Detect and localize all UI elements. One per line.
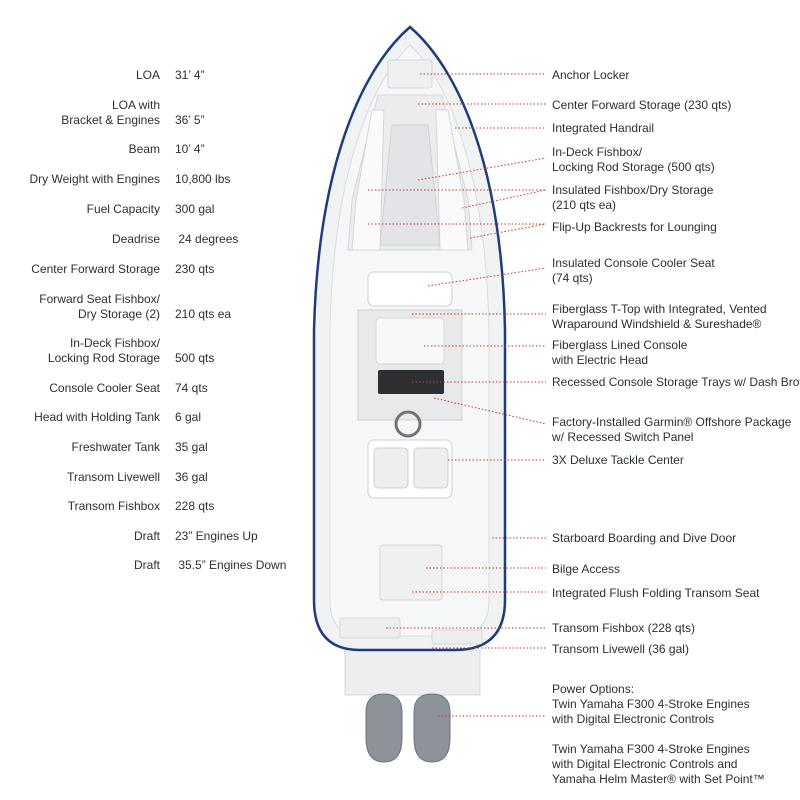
callout-flip-up-backrests: Flip-Up Backrests for Lounging (552, 220, 717, 234)
callout-bilge-access: Bilge Access (552, 562, 621, 576)
callout-power-options: Power Options: Twin Yamaha F300 4-Stroke… (552, 682, 765, 786)
forward-cushion-starboard (435, 109, 469, 251)
spec-row: Beam 10’ 4” (0, 142, 300, 174)
spec-value: 31’ 4” (175, 68, 205, 82)
spec-value: 36 gal (175, 470, 208, 484)
steering-wheel (394, 410, 422, 438)
spec-row: Fuel Capacity 300 gal (0, 202, 300, 234)
engine-bracket (344, 649, 481, 696)
bilge-hatch (379, 544, 443, 601)
leader-in-deck-fishbox (417, 157, 547, 181)
spec-label: Transom Fishbox (67, 499, 160, 513)
spec-row: Center Forward Storage 230 qts (0, 262, 300, 294)
callout-storage-trays: Recessed Console Storage Trays w/ Dash B… (552, 375, 800, 389)
transom-livewell (431, 629, 483, 645)
spec-row: LOA 31’ 4” (0, 68, 300, 100)
callout-t-top: Fiberglass T-Top with Integrated, Vented… (552, 302, 767, 331)
callout-transom-fishbox: Transom Fishbox (228 qts) (552, 621, 695, 635)
callout-insulated-fishbox: Insulated Fishbox/Dry Storage (210 qts e… (552, 183, 714, 212)
spec-label: Draft (133, 558, 160, 572)
callout-integrated-handrail: Integrated Handrail (552, 121, 655, 135)
console-cooler-seat (367, 271, 453, 307)
spec-label: Head with Holding Tank (34, 410, 160, 424)
spec-value: 6 gal (175, 410, 202, 424)
spec-label: In-Deck Fishbox/ Locking Rod Storage (47, 336, 160, 365)
spec-row: Console Cooler Seat 74 qts (0, 381, 300, 413)
spec-label: Fuel Capacity (86, 202, 160, 216)
forward-cushion-port (351, 109, 385, 251)
leader-insulated-fishbox-b (461, 189, 547, 209)
spec-row: In-Deck Fishbox/ Locking Rod Storage 500 … (0, 336, 300, 368)
spec-value: 74 qts (175, 381, 208, 395)
spec-label: LOA (135, 68, 160, 82)
spec-value: 10’ 4” (175, 142, 205, 156)
spec-label: Freshwater Tank (71, 440, 160, 454)
engine-starboard (413, 693, 451, 763)
leader-console-cooler (427, 267, 547, 287)
spec-row: Head with Holding Tank 6 gal (0, 410, 300, 442)
spec-label: Beam (128, 142, 160, 156)
spec-value: 500 qts (175, 351, 215, 365)
spec-label: Center Forward Storage (31, 262, 160, 276)
spec-label: Draft (133, 529, 160, 543)
callout-garmin-package: Factory-Installed Garmin® Offshore Packa… (552, 415, 792, 444)
callout-transom-livewell: Transom Livewell (36 gal) (552, 642, 689, 656)
spec-value: 10,800 lbs (175, 172, 231, 186)
spec-value: 35.5” Engines Down (175, 558, 287, 572)
spec-row: Draft 35.5” Engines Down (0, 558, 300, 590)
callout-in-deck-fishbox: In-Deck Fishbox/ Locking Rod Storage (50… (552, 145, 715, 174)
spec-value: 228 qts (175, 499, 215, 513)
garmin-display (378, 370, 444, 394)
leader-garmin (433, 397, 547, 425)
console-windshield (375, 317, 445, 365)
spec-row: Transom Livewell 36 gal (0, 470, 300, 502)
callout-anchor-locker: Anchor Locker (552, 68, 630, 82)
spec-row: LOA with Bracket & Engines 36’ 5” (0, 98, 300, 130)
spec-value: 24 degrees (175, 232, 239, 246)
callout-lined-console: Fiberglass Lined Console with Electric H… (552, 338, 688, 367)
spec-row: Forward Seat Fishbox/ Dry Storage (2) 210… (0, 292, 300, 324)
spec-value: 36’ 5” (175, 113, 205, 127)
spec-label: Dry Weight with Engines (29, 172, 161, 186)
callout-console-cooler-seat: Insulated Console Cooler Seat (74 qts) (552, 256, 715, 285)
callout-center-forward-storage: Center Forward Storage (230 qts) (552, 98, 732, 112)
anchor-locker-hatch (387, 59, 433, 89)
spec-label: Console Cooler Seat (49, 381, 160, 395)
spec-row: Deadrise 24 degrees (0, 232, 300, 264)
spec-label: LOA with Bracket & Engines (61, 98, 160, 127)
spec-row: Transom Fishbox 228 qts (0, 499, 300, 531)
engine-port (365, 693, 403, 763)
tackle-seat-port (373, 447, 409, 489)
spec-row: Freshwater Tank 35 gal (0, 440, 300, 472)
callout-boarding-door: Starboard Boarding and Dive Door (552, 531, 737, 545)
spec-row: Draft 23” Engines Up (0, 529, 300, 561)
spec-value: 210 qts ea (175, 307, 232, 321)
leader-lines (368, 73, 547, 717)
leader-flip-up-backrests-b (469, 223, 547, 239)
callout-transom-seat: Integrated Flush Folding Transom Seat (552, 586, 760, 600)
spec-label: Deadrise (111, 232, 160, 246)
spec-value: 230 qts (175, 262, 215, 276)
callout-tackle-center: 3X Deluxe Tackle Center (552, 453, 684, 467)
tackle-seat-starboard (413, 447, 449, 489)
spec-value: 23” Engines Up (175, 529, 258, 543)
spec-row: Dry Weight with Engines 10,800 lbs (0, 172, 300, 204)
spec-label: Transom Livewell (67, 470, 160, 484)
spec-value: 35 gal (175, 440, 208, 454)
spec-label: Forward Seat Fishbox/ Dry Storage (2) (39, 292, 160, 321)
spec-value: 300 gal (175, 202, 215, 216)
